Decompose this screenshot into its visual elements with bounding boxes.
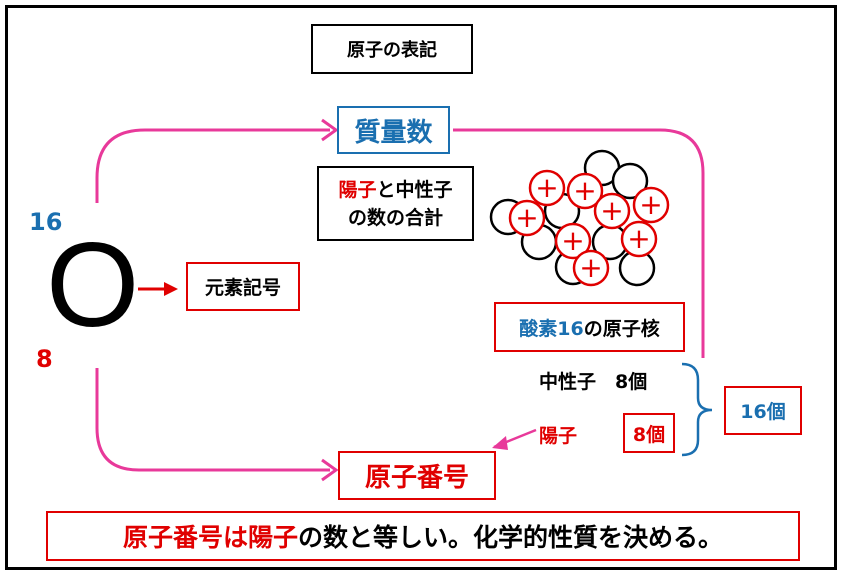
mass-desc-proton: 陽子 [338, 178, 377, 201]
bottom-statement-box: 原子番号は陽子の数と等しい。化学的性質を決める。 [46, 511, 800, 561]
nucleus-label-highlight: 酸素16 [519, 317, 584, 340]
mass-desc-neutron: と中性子 [376, 178, 453, 201]
total-count-box: 16個 [724, 386, 802, 435]
atomic-number-box: 原子番号 [338, 451, 496, 500]
mass-number-desc-box: 陽子と中性子 の数の合計 [317, 166, 474, 241]
atomic-number-path [95, 368, 330, 472]
title-box: 原子の表記 [311, 24, 473, 74]
atomic-number-value: 8 [36, 345, 53, 373]
proton-particle [620, 220, 658, 258]
element-symbol-arrow-head [164, 282, 178, 296]
mass-number-box: 質量数 [337, 106, 450, 154]
element-symbol-box: 元素記号 [186, 262, 300, 311]
proton-count: 8個 [632, 423, 666, 446]
element-letter: O [46, 218, 140, 352]
proton-particle [572, 249, 610, 287]
mass-number-path [95, 128, 330, 203]
bottom-statement-rest: の数と等しい。化学的性質を決める。 [298, 523, 724, 552]
mass-number-value: 16 [29, 208, 63, 236]
proton-plus-sign: + [535, 171, 558, 204]
proton-plus-sign: + [573, 174, 596, 207]
proton-particle [554, 222, 592, 260]
oxygen-16-nucleus: ++++++++ [489, 149, 670, 287]
proton-plus-sign: + [561, 224, 584, 257]
proton-particle [632, 186, 670, 224]
proton-plus-sign: + [600, 194, 623, 227]
total-count: 16個 [740, 401, 786, 423]
proton-plus-sign: + [515, 201, 538, 234]
proton-plus-sign: + [639, 188, 662, 221]
proton-particle [528, 169, 566, 207]
mass-number-to-nucleus-path [453, 128, 705, 358]
mass-number-arrowhead [321, 118, 339, 142]
proton-arrow-head [492, 436, 508, 450]
proton-plus-sign: + [579, 251, 602, 284]
total-brace [681, 362, 713, 457]
neutron-particle [611, 162, 649, 200]
proton-particle [508, 199, 546, 237]
bottom-statement-highlight: 原子番号は陽子 [122, 523, 298, 552]
neutron-line: 中性子 8個 [539, 371, 648, 393]
proton-particle [566, 172, 604, 210]
proton-plus-sign: + [627, 222, 650, 255]
proton-label: 陽子 [539, 425, 578, 447]
diagram-frame [5, 5, 837, 570]
mass-desc-total: の数の合計 [347, 206, 443, 229]
proton-count-box: 8個 [623, 413, 675, 453]
mass-number-label: 質量数 [354, 117, 433, 148]
atomic-number-arrowhead [321, 458, 339, 482]
nucleus-label-rest: の原子核 [583, 317, 660, 340]
element-symbol-label: 元素記号 [204, 277, 281, 299]
page-title: 原子の表記 [347, 40, 437, 61]
atomic-number-label: 原子番号 [364, 463, 469, 493]
proton-particle [593, 192, 631, 230]
